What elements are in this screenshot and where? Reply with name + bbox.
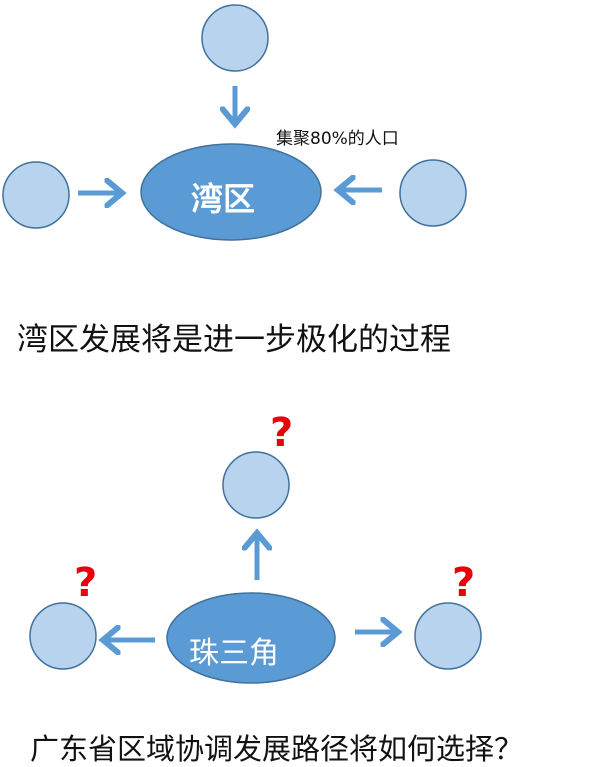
prd-ellipse: [166, 592, 336, 684]
question-mark-top: ?: [270, 410, 294, 456]
right-node-circle: [414, 602, 482, 670]
bay-area-ellipse: [140, 143, 322, 241]
right-node-circle: [399, 159, 467, 227]
population-annotation: 集聚80%的人口: [276, 129, 399, 149]
left-node-circle: [2, 161, 70, 229]
prd-diagram: [29, 451, 482, 684]
caption-1: 湾区发展将是进一步极化的过程: [17, 322, 451, 358]
prd-label: 珠三角: [189, 636, 279, 671]
left-node-circle: [29, 602, 97, 670]
caption-2: 广东省区域协调发展路径将如何选择？: [30, 732, 524, 766]
bay-area-label: 湾区: [191, 180, 256, 218]
top-node-circle: [201, 4, 269, 72]
top-node-circle: [222, 451, 290, 519]
question-mark-left: ?: [74, 560, 98, 606]
bay-area-diagram: [2, 4, 467, 241]
question-mark-right: ?: [452, 560, 476, 606]
